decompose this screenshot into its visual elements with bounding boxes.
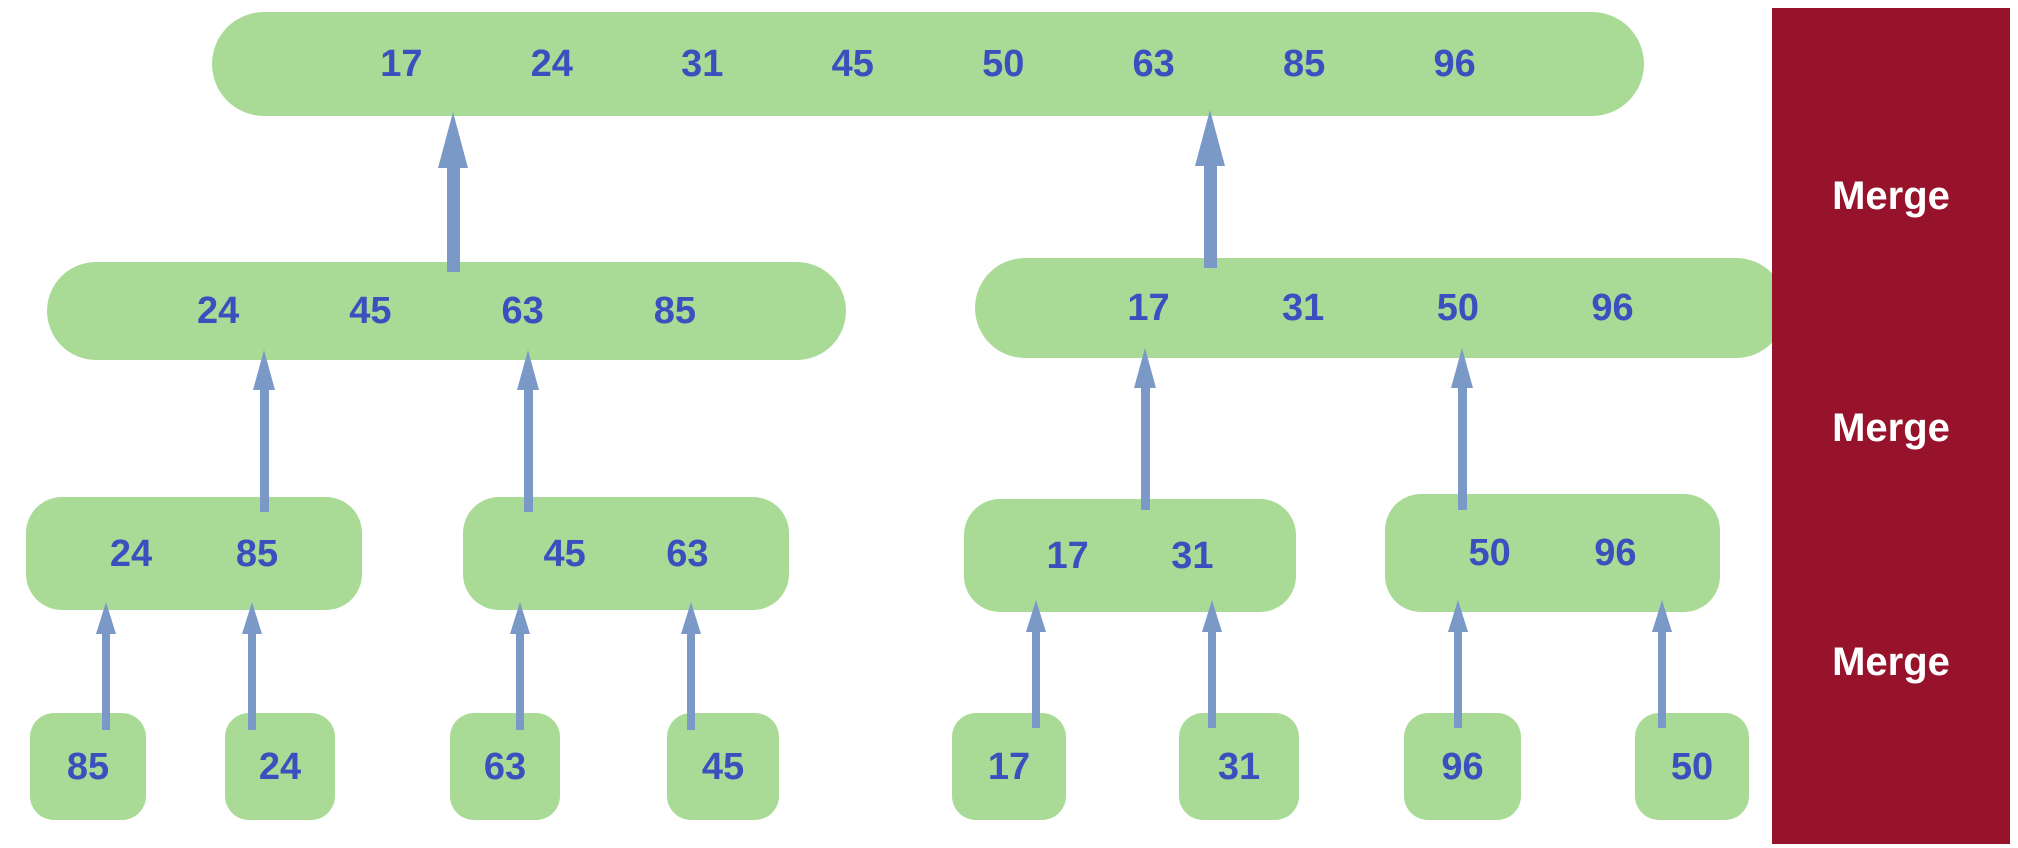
arrow-shaft [1658,632,1666,728]
arrowhead-up-icon [1026,600,1046,632]
arrowhead-up-icon [242,602,262,634]
array-node-single-5: 17 [952,713,1066,820]
array-value: 85 [1283,43,1326,85]
array-value: 17 [987,745,1031,788]
array-node-single-6: 31 [1179,713,1299,820]
array-value: 17 [1046,534,1089,577]
array-value: 96 [1441,745,1484,788]
array-value: 17 [1127,287,1170,329]
arrowhead-up-icon [96,602,116,634]
arrow-shaft [1457,388,1467,510]
arrowhead-up-icon [681,602,701,634]
merge-phase-bar: Merge Merge Merge [1772,8,2010,844]
up-arrow [1134,348,1156,510]
array-value: 85 [66,745,110,788]
array-value: 45 [831,43,874,85]
arrowhead-up-icon [1451,348,1473,388]
arrow-shaft [248,634,256,730]
array-value: 85 [235,532,279,575]
array-value: 31 [1217,745,1261,788]
array-value: 24 [196,290,240,332]
array-node-single-4: 45 [667,713,779,820]
array-value: 31 [1282,287,1325,329]
up-arrow [1026,600,1046,728]
arrow-shaft [1032,632,1040,728]
array-node-pair-2: 45 63 [463,497,789,610]
merge-label: Merge [1832,174,1950,218]
array-value: 50 [1468,532,1511,574]
array-value: 50 [1670,745,1714,788]
array-value: 96 [1591,287,1634,329]
array-value: 50 [982,43,1025,85]
array-value: 24 [258,745,302,788]
arrowhead-up-icon [1448,600,1468,632]
merge-label: Merge [1832,640,1950,684]
arrowhead-up-icon [1652,600,1672,632]
up-arrow [1652,600,1672,728]
arrowhead-up-icon [253,350,275,390]
array-value: 96 [1433,43,1476,85]
array-node-pair-4: 50 96 [1385,494,1720,612]
up-arrow [253,350,275,512]
array-value: 63 [483,745,527,788]
up-arrow [438,112,468,272]
up-arrow [1195,110,1225,268]
array-value: 45 [543,532,586,575]
arrowhead-up-icon [1134,348,1156,388]
up-arrow [96,602,116,730]
arrow-shaft [516,634,524,730]
arrowhead-up-icon [1195,110,1225,166]
up-arrow [242,602,262,730]
array-value: 31 [681,43,724,85]
arrow-shaft [1140,388,1150,510]
up-arrow [510,602,530,730]
array-node-single-2: 24 [225,713,335,820]
array-node-single-8: 50 [1635,713,1749,820]
array-node-pair-3: 17 31 [964,499,1296,612]
merge-label: Merge [1832,406,1950,450]
arrow-shaft [1454,632,1462,728]
arrowhead-up-icon [438,112,468,168]
arrow-shaft [1203,166,1217,268]
array-value: 63 [666,532,709,575]
arrow-shaft [523,390,533,512]
arrow-shaft [1208,632,1216,728]
array-node-single-7: 96 [1404,713,1521,820]
arrowhead-up-icon [1202,600,1222,632]
up-arrow [1202,600,1222,728]
array-value: 24 [109,532,153,575]
arrowhead-up-icon [510,602,530,634]
arrow-shaft [259,390,269,512]
arrow-shaft [102,634,110,730]
array-value: 24 [530,43,573,85]
array-value: 50 [1436,287,1479,329]
array-node-pair-1: 24 85 [26,497,362,610]
array-value: 45 [701,745,745,788]
array-node-single-3: 63 [450,713,560,820]
array-value: 63 [1132,43,1175,85]
array-value: 17 [380,43,423,85]
up-arrow [681,602,701,730]
arrowhead-up-icon [517,350,539,390]
array-node-sorted: 17 24 31 45 50 63 85 96 [212,12,1644,116]
array-value: 45 [349,290,392,332]
array-node-left-half: 24 45 63 85 [47,262,846,360]
array-node-single-1: 85 [30,713,146,820]
up-arrow [517,350,539,512]
arrow-shaft [687,634,695,730]
arrow-shaft [446,168,460,272]
up-arrow [1448,600,1468,728]
array-node-right-half: 17 31 50 96 [975,258,1786,358]
array-value: 31 [1171,534,1214,577]
array-value: 85 [653,290,696,332]
array-value: 96 [1594,532,1637,574]
up-arrow [1451,348,1473,510]
array-value: 63 [501,290,544,332]
